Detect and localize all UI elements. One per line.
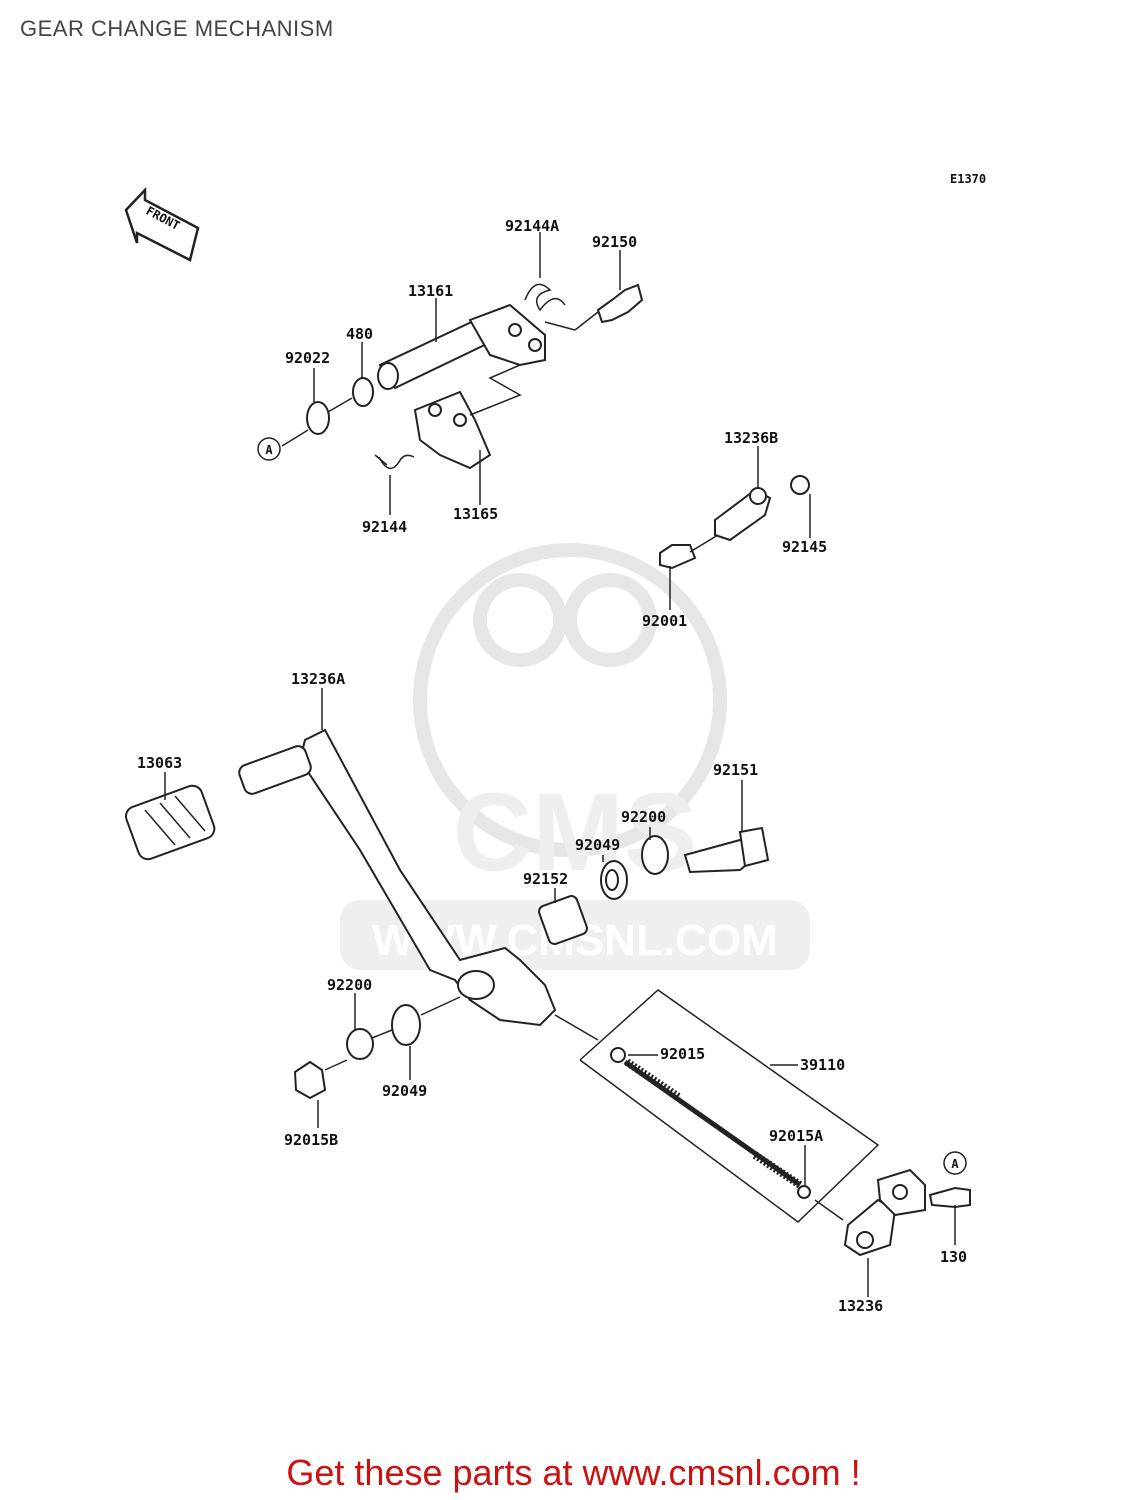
front-arrow-icon: FRONT	[124, 186, 200, 262]
part-label-13063: 13063	[137, 754, 182, 772]
part-label-92049-lower: 92049	[382, 1082, 427, 1100]
part-label-92001: 92001	[642, 612, 687, 630]
part-label-92145: 92145	[782, 538, 827, 556]
part-label-92144A: 92144A	[505, 217, 559, 235]
part-label-92015: 92015	[660, 1045, 705, 1063]
part-label-13236A: 13236A	[291, 670, 345, 688]
part-label-92022: 92022	[285, 349, 330, 367]
part-label-92015A: 92015A	[769, 1127, 823, 1145]
part-label-13161: 13161	[408, 282, 453, 300]
page-title: GEAR CHANGE MECHANISM	[20, 16, 334, 41]
part-label-92150: 92150	[592, 233, 637, 251]
part-label-13165: 13165	[453, 505, 498, 523]
part-label-39110: 39110	[800, 1056, 845, 1074]
tie-rod-39110	[554, 989, 880, 1223]
arm-13236B	[659, 475, 810, 570]
part-label-13236: 13236	[838, 1297, 883, 1315]
shift-pedal	[124, 728, 557, 1027]
part-labels: 92144A 92150 13161 480 92022 92144 13165…	[137, 217, 967, 1315]
part-label-92200: 92200	[621, 808, 666, 826]
part-label-92144: 92144	[362, 518, 407, 536]
part-label-92151: 92151	[713, 761, 758, 779]
pivot-hardware	[293, 826, 770, 1100]
ref-marker-a: A	[265, 443, 273, 457]
leader-lines	[164, 232, 956, 1297]
rod-end-13236: A	[843, 1151, 971, 1257]
part-label-92200-lower: 92200	[327, 976, 372, 994]
diagram-code: E1370	[950, 172, 986, 186]
ref-marker-a-lower: A	[951, 1157, 959, 1171]
part-label-480: 480	[346, 325, 373, 343]
part-label-92152: 92152	[523, 870, 568, 888]
footer-promo-link[interactable]: Get these parts at www.cmsnl.com !	[286, 1452, 861, 1493]
part-label-13236B: 13236B	[724, 429, 778, 447]
part-label-92049: 92049	[575, 836, 620, 854]
part-label-130: 130	[940, 1248, 967, 1266]
watermark-logo-text: CMS	[453, 771, 697, 894]
part-label-92015B: 92015B	[284, 1131, 338, 1149]
shift-shaft-assembly: A	[257, 283, 644, 470]
